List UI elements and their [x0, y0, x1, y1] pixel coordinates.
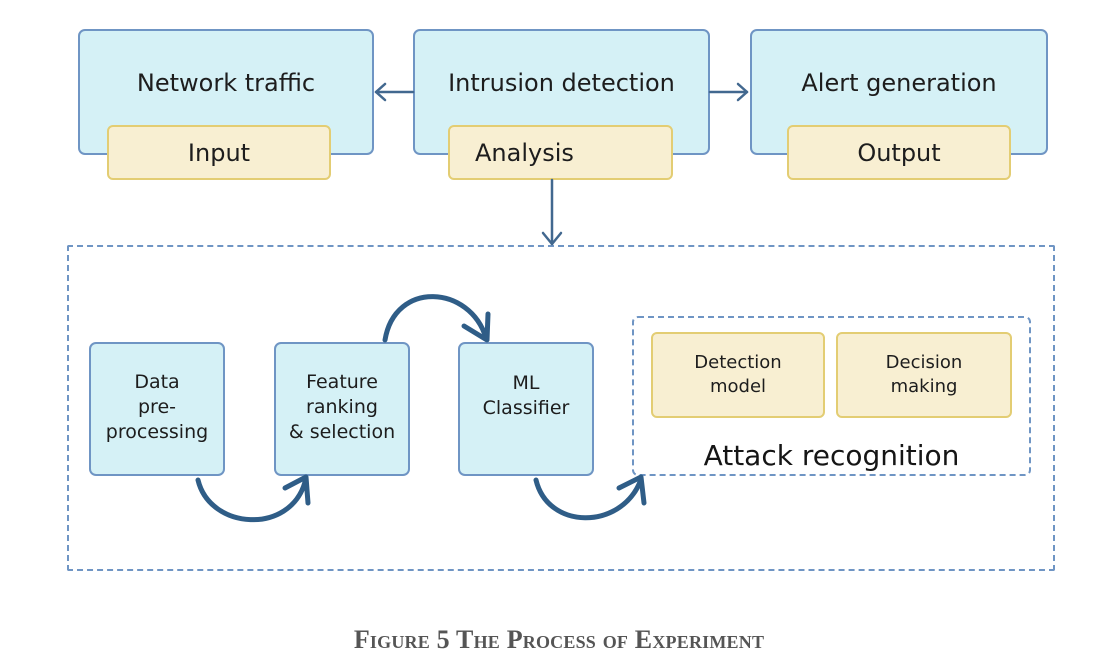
- data-preprocessing-box: Data pre- processing: [89, 342, 225, 476]
- decision-making-box: Decision making: [836, 332, 1012, 418]
- feature-selection-line-2: ranking: [306, 395, 378, 418]
- feature-selection-line-3: & selection: [288, 420, 396, 443]
- detection-model-line-2: model: [709, 376, 767, 397]
- ml-classifier-line-2: Classifier: [482, 397, 570, 419]
- analysis-tag: Analysis: [448, 125, 673, 180]
- process-container: [67, 245, 1055, 571]
- feature-selection-line-1: Feature: [306, 370, 378, 393]
- figure-caption: Figure 5 The Process of Experiment: [353, 625, 765, 654]
- input-tag: Input: [107, 125, 331, 180]
- data-preprocessing-line-1: Data: [134, 370, 180, 393]
- detection-model-line-1: Detection: [694, 352, 782, 373]
- ml-classifier-box: ML Classifier: [458, 342, 594, 476]
- arrow-head-down-icon: [541, 231, 563, 246]
- attack-recognition-group: Attack recognition: [632, 316, 1031, 476]
- decision-making-line-1: Decision: [885, 352, 963, 373]
- alert-generation-title: Alert generation: [801, 69, 997, 97]
- arrow-head-right-icon: [736, 82, 749, 102]
- output-tag: Output: [787, 125, 1011, 180]
- data-preprocessing-line-2: pre-: [138, 395, 176, 418]
- intrusion-detection-title: Intrusion detection: [448, 69, 675, 97]
- data-preprocessing-line-3: processing: [105, 420, 209, 443]
- decision-making-line-2: making: [890, 376, 958, 397]
- ml-classifier-line-1: ML: [512, 372, 540, 394]
- attack-recognition-title: Attack recognition: [703, 438, 960, 472]
- network-traffic-title: Network traffic: [136, 69, 316, 97]
- arrow-head-left-icon: [374, 82, 387, 102]
- feature-selection-box: Feature ranking & selection: [274, 342, 410, 476]
- detection-model-box: Detection model: [651, 332, 825, 418]
